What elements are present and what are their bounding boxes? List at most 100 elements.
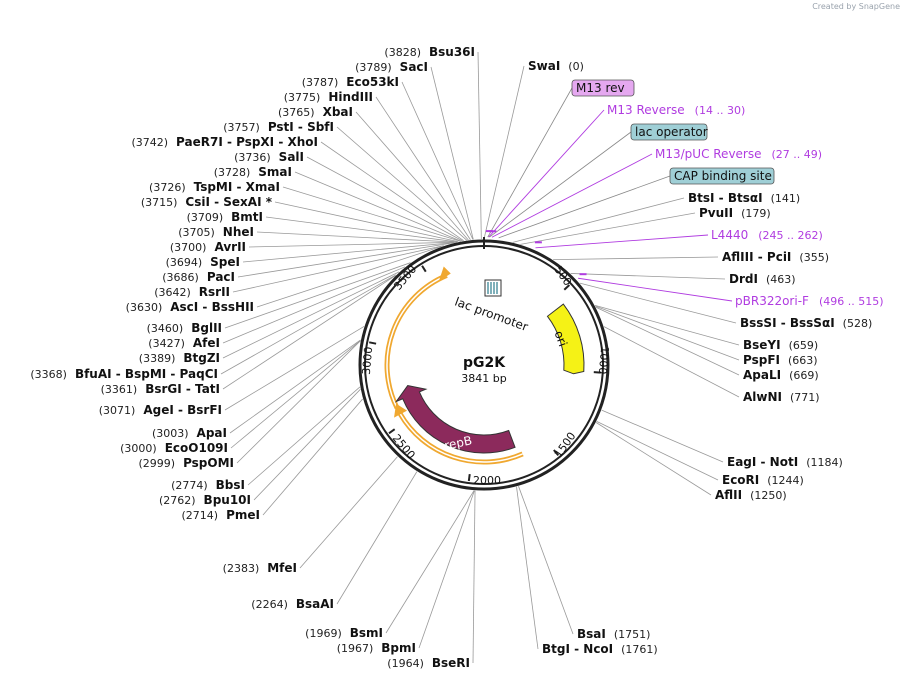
site-label: (3000)EcoO109I (120, 441, 228, 455)
site-xbai[interactable]: (3765)XbaI (278, 105, 353, 119)
site-avrii[interactable]: (3700)AvrII (170, 240, 246, 254)
site-tspmi-xmai[interactable]: (3726)TspMI - XmaI (149, 180, 280, 194)
site-pos: (3789) (355, 61, 392, 74)
feature-box-leader (489, 132, 631, 237)
site-bsssi-bsss-i[interactable]: BssSI - BssSαI(528) (740, 316, 872, 330)
site-leader-line (419, 491, 474, 648)
site-saci[interactable]: (3789)SacI (355, 60, 428, 74)
site-bfuai-bspmi-paqci[interactable]: (3368)BfuAI - BspMI - PaqCI (30, 367, 218, 381)
site-apai[interactable]: (3003)ApaI (152, 426, 227, 440)
site-sali[interactable]: (3736)SalI (234, 150, 304, 164)
site-rsrii[interactable]: (3642)RsrII (154, 285, 230, 299)
site-afei[interactable]: (3427)AfeI (148, 336, 220, 350)
site-leader-line (513, 198, 684, 242)
site-label: (3789)SacI (355, 60, 428, 74)
site-label: BssSI - BssSαI(528) (740, 316, 872, 330)
site-pos: (1184) (806, 456, 843, 469)
site-pos: (179) (741, 207, 771, 220)
site-bpmi[interactable]: (1967)BpmI (337, 641, 416, 655)
site-leader-line (431, 67, 473, 239)
site-bseyi[interactable]: BseYI(659) (743, 338, 818, 352)
feature-box-lac-operator[interactable]: lac operator (631, 124, 708, 140)
site-leader-line (337, 472, 417, 604)
site-bbsi[interactable]: (2774)BbsI (171, 478, 245, 492)
site-bsu36i[interactable]: (3828)Bsu36I (384, 45, 475, 59)
site-name: BpmI (381, 641, 416, 655)
site-label: BsaI(1751) (577, 627, 650, 641)
site-mfei[interactable]: (2383)MfeI (223, 561, 297, 575)
site-label: (3709)BmtI (187, 210, 263, 224)
site-label: AflIII - PciI(355) (722, 250, 829, 264)
site-btsi-bts-i[interactable]: BtsI - BtsαI(141) (688, 191, 800, 205)
site-psti-sbfi[interactable]: (3757) PstI - SbfI (223, 120, 334, 134)
site-name: BbsI (216, 478, 245, 492)
site-bmti[interactable]: (3709)BmtI (187, 210, 263, 224)
site-pos: (2383) (223, 562, 260, 575)
feature-box-m13-rev[interactable]: M13 rev (572, 80, 634, 96)
site-smai[interactable]: (3728)SmaI (214, 165, 292, 179)
site-agei-bsrfi[interactable]: (3071)AgeI - BsrFI (99, 403, 222, 417)
site-label: (3630)AscI - BssHII (126, 300, 254, 314)
primer-m13-puc-reverse[interactable]: M13/pUC Reverse(27 .. 49) (489, 147, 822, 231)
site-leader-line (300, 457, 398, 568)
site-drdi[interactable]: DrdI(463) (729, 272, 796, 286)
site-aflii[interactable]: AflII(1250) (715, 488, 787, 502)
tick-label: 2000 (473, 474, 501, 487)
primer-l4440[interactable]: L4440(245 .. 262) (535, 228, 823, 242)
site-paci[interactable]: (3686)PacI (162, 270, 235, 284)
primer-pos: (245 .. 262) (758, 229, 823, 242)
site-bseri[interactable]: (1964)BseRI (387, 656, 470, 670)
site-bglii[interactable]: (3460)BglII (147, 321, 222, 335)
site-bsrgi-tati[interactable]: (3361)BsrGI - TatI (101, 382, 220, 396)
site-hindiii[interactable]: (3775)HindIII (284, 90, 373, 104)
site-leader-line (223, 272, 399, 358)
site-btgzi[interactable]: (3389)BtgZI (139, 351, 220, 365)
site-afliii-pcii[interactable]: AflIII - PciI(355) (722, 250, 829, 264)
site-pos: (3787) (302, 76, 339, 89)
plasmid-name: pG2K (463, 355, 506, 371)
site-label: (3726)TspMI - XmaI (149, 180, 280, 194)
site-alwni[interactable]: AlwNI(771) (743, 390, 820, 404)
site-label: (2714)PmeI (182, 508, 260, 522)
site-swai[interactable]: SwaI(0) (528, 59, 584, 73)
site-name: BtgZI (183, 351, 220, 365)
site-btgi-ncoi[interactable]: BtgI - NcoI(1761) (542, 642, 658, 656)
site-csii-sexai[interactable]: (3715)CsiI - SexAI * (141, 195, 273, 209)
site-pos: (3726) (149, 181, 186, 194)
site-spei[interactable]: (3694)SpeI (166, 255, 240, 269)
site-ecori[interactable]: EcoRI(1244) (722, 473, 804, 487)
primer-pos: (496 .. 515) (819, 295, 884, 308)
site-pos: (3757) (223, 121, 260, 134)
site-leader-line (230, 340, 361, 433)
site-eagi-noti[interactable]: EagI - NotI(1184) (727, 455, 843, 469)
site-bsai[interactable]: BsaI(1751) (577, 627, 650, 641)
site-pspomi[interactable]: (2999)PspOMI (138, 456, 234, 470)
tick-label: 1500 (552, 430, 579, 460)
site-pvuii[interactable]: PvuII(179) (699, 206, 771, 220)
site-asci-bsshii[interactable]: (3630)AscI - BssHII (126, 300, 254, 314)
site-name: AscI - BssHII (170, 300, 254, 314)
site-nhei[interactable]: (3705)NheI (178, 225, 254, 239)
site-paer7i-pspxi-xhoi[interactable]: (3742)PaeR7I - PspXI - XhoI (131, 135, 318, 149)
tick-label: 3000 (360, 346, 375, 375)
site-eco53ki[interactable]: (3787)Eco53kI (302, 75, 399, 89)
site-bpu10i[interactable]: (2762)Bpu10I (159, 493, 251, 507)
site-bsmi[interactable]: (1969)BsmI (305, 626, 383, 640)
site-name: PstI - SbfI (268, 120, 334, 134)
site-pspfi[interactable]: PspFI(663) (743, 353, 818, 367)
site-apali[interactable]: ApaLI(669) (743, 368, 819, 382)
site-label: (3389)BtgZI (139, 351, 220, 365)
site-ecoo109i[interactable]: (3000)EcoO109I (120, 441, 228, 455)
site-name: EcoO109I (165, 441, 228, 455)
site-name: BseYI (743, 338, 781, 352)
site-bsaai[interactable]: (2264)BsaAI (251, 597, 334, 611)
site-leader-line (249, 242, 455, 247)
site-label: (3705)NheI (178, 225, 254, 239)
site-label: (2774)BbsI (171, 478, 245, 492)
site-name: ApaI (197, 426, 227, 440)
site-pmei[interactable]: (2714)PmeI (182, 508, 260, 522)
site-label: (3694)SpeI (166, 255, 240, 269)
feature-box-cap-binding-site[interactable]: CAP binding site (670, 168, 774, 184)
site-leader-line (283, 187, 460, 241)
